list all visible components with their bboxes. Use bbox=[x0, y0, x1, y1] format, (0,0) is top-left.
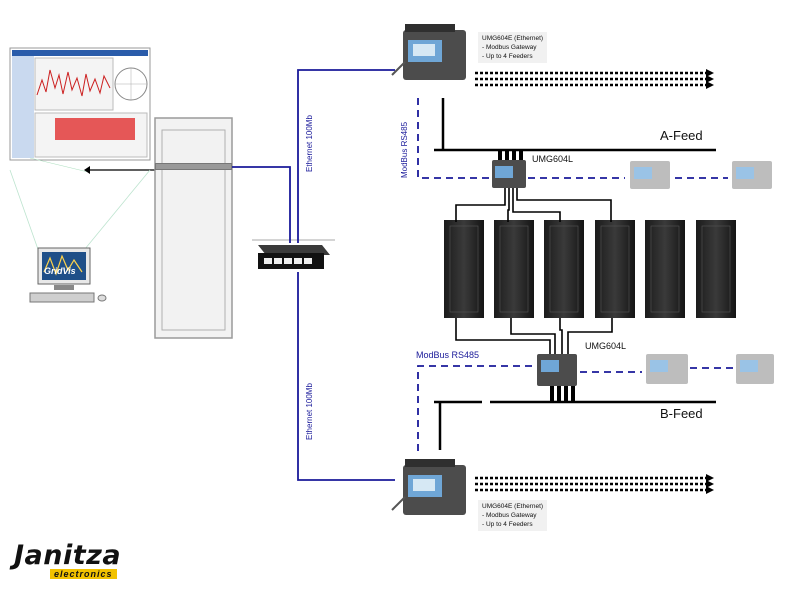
ethernet-switch-to-bottom-gateway bbox=[297, 272, 395, 481]
b-feed-label: B-Feed bbox=[660, 406, 703, 421]
monitor bbox=[9, 47, 151, 173]
bottom-gateway-note: UMG604E (Ethernet) - Modbus Gateway - Up… bbox=[478, 500, 548, 531]
janitza-logo: Janitza electronics bbox=[14, 540, 122, 579]
ethernet-switch-to-top-gateway bbox=[297, 69, 395, 243]
bottom-meter-2 bbox=[646, 354, 688, 384]
server-racks bbox=[444, 220, 736, 318]
top-gateway-device bbox=[391, 24, 466, 80]
bottom-gateway-line1: - Modbus Gateway bbox=[482, 512, 537, 519]
gridvis-pc bbox=[29, 247, 107, 303]
gridvis-label: GridVis bbox=[44, 266, 76, 276]
top-meter-2 bbox=[630, 161, 670, 189]
server-cabinet bbox=[154, 117, 233, 339]
top-gateway-line2: - Up to 4 Feeders bbox=[482, 53, 533, 60]
ethernet-top-label: Ethernet 100Mb bbox=[305, 115, 314, 172]
ethernet-cabinet-to-switch bbox=[232, 166, 291, 243]
modbus-top-line bbox=[417, 98, 490, 179]
top-gateway-note: UMG604E (Ethernet) - Modbus Gateway - Up… bbox=[478, 32, 548, 63]
bottom-gateway-line2: - Up to 4 Feeders bbox=[482, 521, 533, 528]
bottom-meter-3 bbox=[736, 354, 774, 384]
modbus-bottom-label: ModBus RS485 bbox=[416, 350, 480, 360]
top-gateway-title: UMG604E (Ethernet) bbox=[482, 35, 544, 42]
ethernet-bottom-label: Ethernet 100Mb bbox=[305, 383, 314, 440]
logo-brand: Janitza bbox=[14, 540, 122, 571]
top-umg604l-label: UMG604L bbox=[532, 154, 574, 164]
top-gateway-line1: - Modbus Gateway bbox=[482, 44, 537, 51]
top-meter-3 bbox=[732, 161, 772, 189]
bottom-umg604l-label: UMG604L bbox=[585, 341, 627, 351]
network-switch bbox=[252, 239, 335, 269]
a-feed-label: A-Feed bbox=[660, 128, 703, 143]
bottom-gateway-title: UMG604E (Ethernet) bbox=[482, 503, 544, 510]
modbus-left-label: ModBus RS485 bbox=[400, 121, 409, 178]
bottom-meter-1 bbox=[537, 354, 577, 402]
top-meter-1 bbox=[492, 150, 526, 188]
bottom-gateway-device bbox=[391, 459, 466, 515]
logo-subtitle: electronics bbox=[50, 569, 117, 579]
modbus-bottom-line bbox=[417, 365, 532, 452]
